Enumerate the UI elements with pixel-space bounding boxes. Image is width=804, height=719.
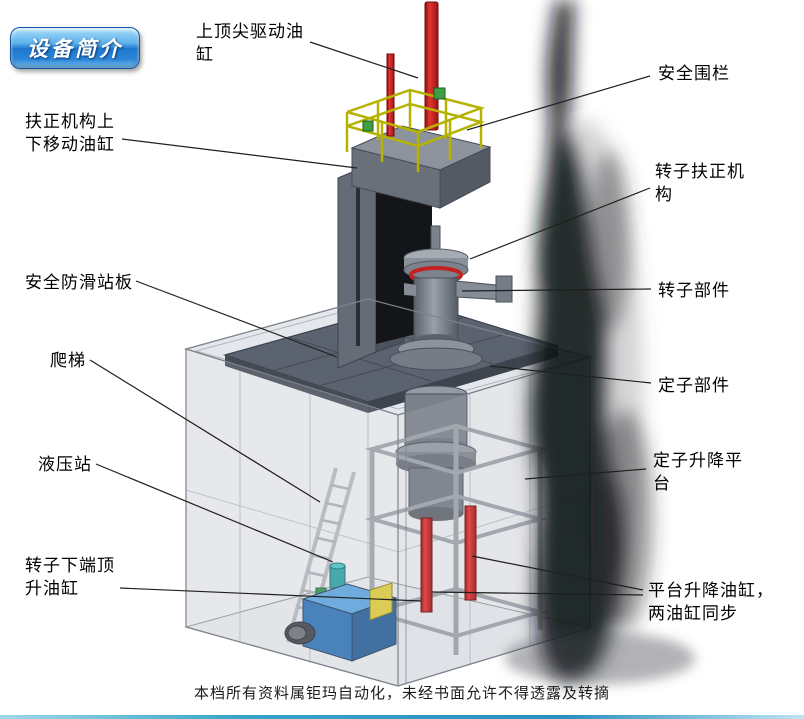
leader-stator-part <box>489 365 652 384</box>
leader-stator-lift-platform <box>524 468 647 480</box>
watermark-text: 本档所有资料属钜玛自动化，未经书面允许不得透露及转摘 <box>193 686 610 702</box>
label-rotor-centering-mechanism: 转子扶正机 构 <box>655 162 745 205</box>
label-platform-lift-cylinders: 平台升降油缸， 两油缸同步 <box>648 581 774 624</box>
label-ladder: 爬梯 <box>50 351 86 370</box>
leader-safety-fence <box>466 75 651 131</box>
label-rotor-bottom-jack-cylinder: 转子下端顶 升油缸 <box>25 556 115 599</box>
smoke-artifact <box>527 0 653 681</box>
label-antislip-platform: 安全防滑站板 <box>25 273 133 292</box>
leader-hydraulic-station <box>95 463 334 563</box>
hydraulic-station-unit <box>284 562 398 662</box>
leader-rotor-part <box>461 288 652 292</box>
label-stator-lift-platform: 定子升降平 台 <box>653 451 743 494</box>
railing-corner-blocks <box>362 87 446 132</box>
platform-lift-cylinders <box>420 505 477 613</box>
leader-platform-lift-cylinder-a <box>471 555 644 591</box>
leader-centering-updown-cylinder <box>121 138 358 169</box>
leader-rotor-bottom-jack-cylinder <box>119 587 422 602</box>
footer-accent-bar <box>0 715 804 719</box>
title-badge: 设备简介 <box>10 27 140 69</box>
leader-ladder <box>89 359 321 503</box>
label-rotor-part: 转子部件 <box>658 281 730 300</box>
label-stator-part: 定子部件 <box>658 376 730 395</box>
label-safety-fence: 安全围栏 <box>658 64 730 83</box>
leader-platform-lift-cylinder-b <box>431 591 644 596</box>
leader-antislip-platform <box>135 280 338 358</box>
leader-top-tip-drive-cylinder <box>309 41 419 79</box>
leader-rotor-centering-mechanism <box>469 187 651 260</box>
label-top-tip-drive-cylinder: 上顶尖驱动油 缸 <box>196 22 304 65</box>
ground-shadow <box>505 632 695 684</box>
safety-railing <box>345 88 486 172</box>
label-hydraulic-station: 液压站 <box>38 455 92 474</box>
label-centering-updown-cylinder: 扶正机构上 下移动油缸 <box>25 112 115 155</box>
